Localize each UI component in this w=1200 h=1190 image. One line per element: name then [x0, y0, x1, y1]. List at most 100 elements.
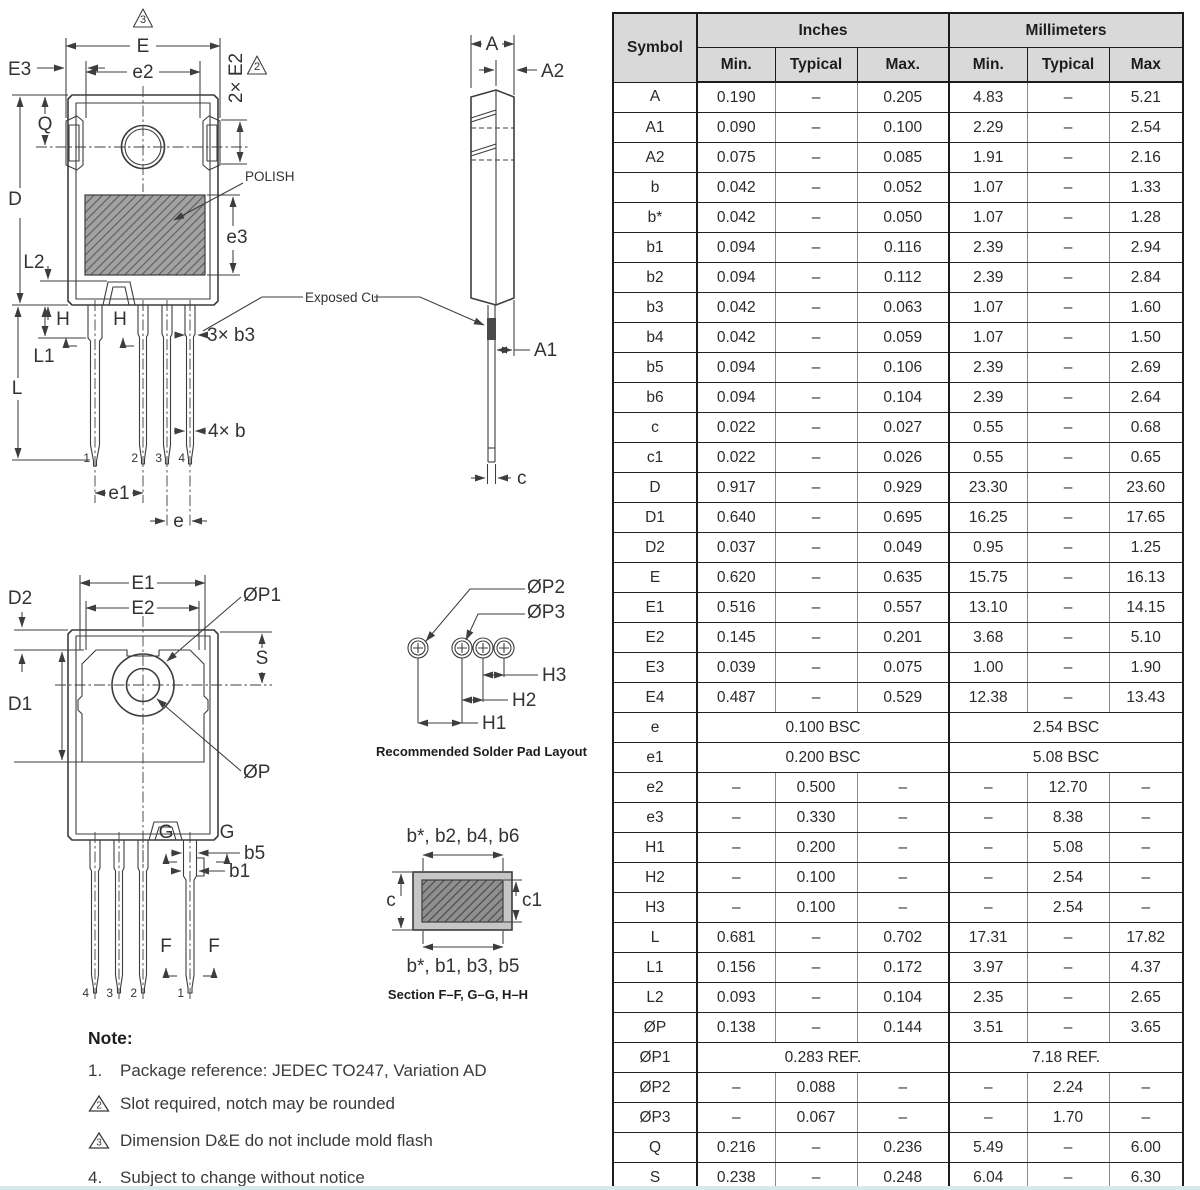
- table-cell: –: [1026, 412, 1110, 443]
- table-cell: D2: [612, 532, 698, 563]
- table-cell: –: [774, 112, 858, 143]
- table-cell: –: [1026, 382, 1110, 413]
- table-cell: 14.15: [1108, 592, 1184, 623]
- table-cell: 0.529: [856, 682, 950, 713]
- table-cell: –: [1026, 1132, 1110, 1163]
- table-cell: –: [774, 442, 858, 473]
- exposed-cu-mark: [487, 318, 496, 340]
- dim-label-b5: b5: [244, 843, 265, 864]
- table-cell: 17.82: [1108, 922, 1184, 953]
- table-cell: 1.60: [1108, 292, 1184, 323]
- dim-label-H3: H3: [542, 665, 566, 686]
- table-cell: –: [856, 862, 950, 893]
- table-cell: 0.026: [856, 442, 950, 473]
- note-flag-3-icon: 3: [140, 14, 146, 26]
- table-cell: e3: [612, 802, 698, 833]
- table-cell: 0.68: [1108, 412, 1184, 443]
- dim-label-L2: L2: [23, 252, 44, 273]
- dim-label-e3: e3: [226, 227, 247, 248]
- table-cell: 23.30: [948, 472, 1028, 503]
- note-item-4: 4. Subject to change without notice: [88, 1168, 600, 1188]
- table-cell: 0.116: [856, 232, 950, 263]
- table-cell: 0.104: [856, 982, 950, 1013]
- table-cell: –: [774, 1162, 858, 1190]
- solder-pads: [407, 637, 515, 659]
- dim-label-phiP1: ØP1: [243, 585, 281, 606]
- column-header-mm-min: Min.: [948, 47, 1028, 83]
- dim-label-D: D: [8, 189, 22, 210]
- note-item-3: 3 Dimension D&E do not include mold flas…: [88, 1131, 600, 1155]
- table-cell: D1: [612, 502, 698, 533]
- dim-label-S: S: [256, 648, 269, 669]
- table-cell: –: [948, 802, 1028, 833]
- table-cell: –: [774, 412, 858, 443]
- table-cell: 2.29: [948, 112, 1028, 143]
- table-cell: Q: [612, 1132, 698, 1163]
- front-body-outline: [67, 94, 219, 306]
- table-cell: b1: [612, 232, 698, 263]
- table-cell: E1: [612, 592, 698, 623]
- table-cell: b5: [612, 352, 698, 383]
- table-cell: 0.138: [696, 1012, 776, 1043]
- table-cell: –: [1026, 562, 1110, 593]
- table-cell: –: [774, 502, 858, 533]
- table-cell: –: [1026, 322, 1110, 353]
- table-cell: 0.075: [696, 142, 776, 173]
- table-cell: –: [774, 81, 858, 113]
- notes-section: Note: 1. Package reference: JEDEC TO247,…: [88, 1028, 600, 1190]
- table-cell: –: [696, 772, 776, 803]
- table-cell: 2.54 BSC: [948, 712, 1184, 743]
- table-cell: 0.022: [696, 442, 776, 473]
- table-cell: e1: [612, 742, 698, 773]
- table-cell: 5.08 BSC: [948, 742, 1184, 773]
- table-cell: 0.052: [856, 172, 950, 203]
- dim-label-4xb: 4× b: [208, 421, 246, 442]
- table-cell: –: [774, 622, 858, 653]
- section-caption: Section F–F, G–G, H–H: [388, 987, 528, 1002]
- table-cell: 2.69: [1108, 352, 1184, 383]
- note-item-2: 2 Slot required, notch may be rounded: [88, 1094, 600, 1118]
- dim-label-H1: H1: [482, 713, 506, 734]
- table-cell: –: [696, 802, 776, 833]
- table-cell: 0.500: [774, 772, 858, 803]
- table-cell: –: [948, 1102, 1028, 1133]
- table-cell: –: [1026, 262, 1110, 293]
- table-cell: –: [774, 322, 858, 353]
- column-header-mm-max: Max: [1108, 47, 1184, 83]
- table-cell: 0.042: [696, 322, 776, 353]
- table-cell: –: [774, 232, 858, 263]
- table-cell: –: [774, 652, 858, 683]
- table-cell: –: [1026, 952, 1110, 983]
- table-cell: –: [856, 1102, 950, 1133]
- table-cell: 0.156: [696, 952, 776, 983]
- table-cell: 0.283 REF.: [695, 1042, 950, 1073]
- polish-area: [84, 194, 206, 276]
- table-cell: 0.100: [774, 862, 858, 893]
- table-cell: c: [612, 412, 698, 443]
- table-cell: 12.70: [1026, 772, 1110, 803]
- table-cell: 1.28: [1108, 202, 1184, 233]
- table-cell: 0.172: [856, 952, 950, 983]
- dim-label-b1: b1: [229, 861, 250, 882]
- table-cell: –: [774, 922, 858, 953]
- table-cell: 13.10: [948, 592, 1028, 623]
- table-cell: 2.54: [1026, 862, 1110, 893]
- pin-number-4: 4: [82, 986, 89, 1000]
- table-cell: 17.31: [948, 922, 1028, 953]
- dim-label-A1: A1: [534, 340, 557, 361]
- table-cell: 0.205: [856, 81, 950, 113]
- table-cell: –: [774, 1012, 858, 1043]
- table-cell: 0.094: [696, 352, 776, 383]
- page-footer-accent: [0, 1186, 1200, 1190]
- table-cell: 16.25: [948, 502, 1028, 533]
- table-cell: –: [696, 1072, 776, 1103]
- table-cell: 0.487: [696, 682, 776, 713]
